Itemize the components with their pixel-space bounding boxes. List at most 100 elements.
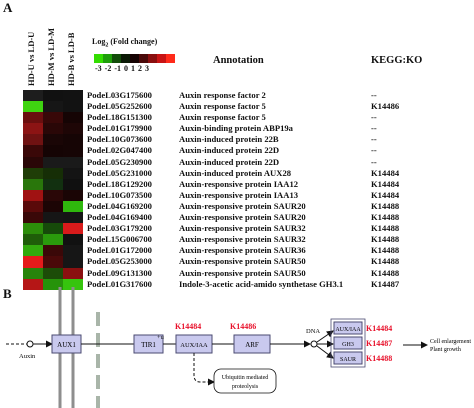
panel-a-letter: A bbox=[3, 0, 13, 15]
dna-node bbox=[310, 340, 318, 348]
kegg-ko-id: K14488 bbox=[371, 223, 400, 234]
tir1-label: TIR1 bbox=[141, 341, 156, 349]
heatmap-cell bbox=[63, 267, 83, 279]
heatmap-cell bbox=[43, 156, 63, 168]
heatmap-cell bbox=[23, 223, 43, 235]
heatmap-cell bbox=[43, 90, 63, 102]
legend-swatch bbox=[121, 54, 130, 63]
heatmap-cell bbox=[23, 212, 43, 224]
gene-id: PodeL01G317600 bbox=[87, 278, 152, 289]
kegg-ko-id: K14488 bbox=[371, 200, 400, 211]
kegg-ko-id: K14488 bbox=[371, 212, 400, 223]
heatmap-cell bbox=[23, 112, 43, 124]
heatmap-cell bbox=[43, 256, 63, 268]
heatmap-cell bbox=[43, 178, 63, 190]
annotation-text: Auxin-induced protein AUX28 bbox=[179, 167, 292, 178]
dna-to-auxiaa-arrow bbox=[316, 330, 334, 343]
heatmap-cell bbox=[63, 101, 83, 113]
heatmap-cell bbox=[43, 223, 63, 235]
kegg-ko-id: -- bbox=[371, 134, 377, 145]
ko-arf: K14486 bbox=[230, 322, 256, 331]
heatmap-cell bbox=[23, 90, 43, 102]
heatmap-cell bbox=[63, 145, 83, 157]
kegg-ko-id: K14487 bbox=[371, 278, 400, 289]
legend-title-sub: 2 bbox=[105, 42, 109, 49]
target-box-gh3 bbox=[333, 336, 363, 350]
kegg-ko-id: K14488 bbox=[371, 256, 400, 267]
kegg-ko-id: K14486 bbox=[371, 101, 400, 112]
annotation-text: Auxin-responsive protein IAA13 bbox=[179, 189, 299, 200]
annotation-text: Auxin-responsive protein IAA12 bbox=[179, 178, 299, 189]
kegg-ko-id: -- bbox=[371, 123, 377, 134]
gene-id: PodeL05G230900 bbox=[87, 156, 152, 167]
gene-id: PodeL05G253000 bbox=[87, 256, 152, 267]
heatmap-cell bbox=[43, 189, 63, 201]
annotation-text: Auxin-responsive protein SAUR32 bbox=[179, 234, 306, 245]
heatmap-cell bbox=[63, 189, 83, 201]
annotation-text: Auxin-induced protein 22B bbox=[179, 134, 279, 145]
heatmap-cell bbox=[63, 223, 83, 235]
target-ko-gh3: K14487 bbox=[366, 339, 392, 348]
heatmap-cell bbox=[43, 101, 63, 113]
plus-u-label: +u bbox=[157, 334, 165, 341]
heatmap-cell bbox=[63, 112, 83, 124]
heatmap-cell bbox=[43, 267, 63, 279]
heatmap-cell bbox=[63, 156, 83, 168]
heatmap-cell bbox=[23, 145, 43, 157]
legend-swatch bbox=[130, 54, 139, 63]
kegg-ko-id: K14488 bbox=[371, 267, 400, 278]
kegg-ko-id: -- bbox=[371, 90, 377, 100]
heatmap-cell bbox=[43, 123, 63, 135]
annotation-text: Auxin-induced protein 22D bbox=[179, 156, 280, 167]
gene-id: PodeL03G175600 bbox=[87, 90, 152, 100]
gene-id: PodeL03G179200 bbox=[87, 223, 152, 234]
legend-swatch bbox=[112, 54, 121, 63]
gene-id: PodeL05G252600 bbox=[87, 101, 152, 112]
annotation-text: Auxin-responsive protein SAUR20 bbox=[179, 212, 306, 223]
legend-ticks: -3 -2 -1 0 1 2 3 bbox=[95, 64, 149, 73]
gene-id: PodeL09G131300 bbox=[87, 267, 152, 278]
gene-id: PodeL10G073500 bbox=[87, 189, 152, 200]
target-label-saur: SAUR bbox=[340, 357, 356, 363]
legend-swatch bbox=[157, 54, 166, 63]
annotation-header: Annotation bbox=[213, 55, 264, 66]
gene-id: PodeL18G129200 bbox=[87, 178, 152, 189]
gene-id: PodeL04G169400 bbox=[87, 212, 152, 223]
heatmap-cell bbox=[43, 200, 63, 213]
annotation-text: Auxin-responsive protein SAUR32 bbox=[179, 223, 306, 234]
heatmap-cell bbox=[23, 200, 43, 213]
target-ko-saur: K14488 bbox=[366, 354, 392, 363]
heatmap-cell bbox=[23, 256, 43, 268]
heatmap-cell bbox=[23, 134, 43, 146]
kegg-ko-id: K14484 bbox=[371, 167, 400, 178]
heatmap-cell bbox=[23, 156, 43, 168]
legend-title-log: Log bbox=[92, 37, 106, 46]
ubiquitin-dashed-path bbox=[193, 353, 215, 386]
dna-label: DNA bbox=[306, 328, 320, 335]
gene-id: PodeL05G231000 bbox=[87, 167, 152, 178]
heatmap-cell bbox=[23, 167, 43, 179]
heatmap-cell bbox=[23, 245, 43, 257]
heatmap-cell bbox=[63, 256, 83, 268]
ko-auxiaa: K14484 bbox=[175, 322, 201, 331]
heatmap-cell bbox=[43, 278, 63, 290]
heatmap-cell bbox=[23, 234, 43, 246]
heatmap-cell bbox=[43, 112, 63, 124]
gene-id: PodeL04G169200 bbox=[87, 200, 152, 211]
annotation-text: Auxin-responsive protein SAUR36 bbox=[179, 245, 306, 256]
kegg-ko-id: -- bbox=[371, 112, 377, 123]
heatmap-cell bbox=[63, 90, 83, 102]
legend-swatch bbox=[139, 54, 148, 63]
legend-color-scale bbox=[94, 54, 175, 63]
heatmap-cell bbox=[63, 134, 83, 146]
annotation-text: Auxin response factor 5 bbox=[179, 112, 266, 123]
heatmap-cell bbox=[63, 167, 83, 179]
annotation-text: Auxin response factor 2 bbox=[179, 90, 266, 100]
annotation-text: Auxin-responsive protein SAUR20 bbox=[179, 200, 306, 211]
annotation-text: Auxin-responsive protein SAUR50 bbox=[179, 256, 306, 267]
annotation-text: Auxin-responsive protein SAUR50 bbox=[179, 267, 306, 278]
gene-id: PodeL01G172000 bbox=[87, 245, 152, 256]
legend-title-rest: (Fold change) bbox=[108, 37, 158, 46]
